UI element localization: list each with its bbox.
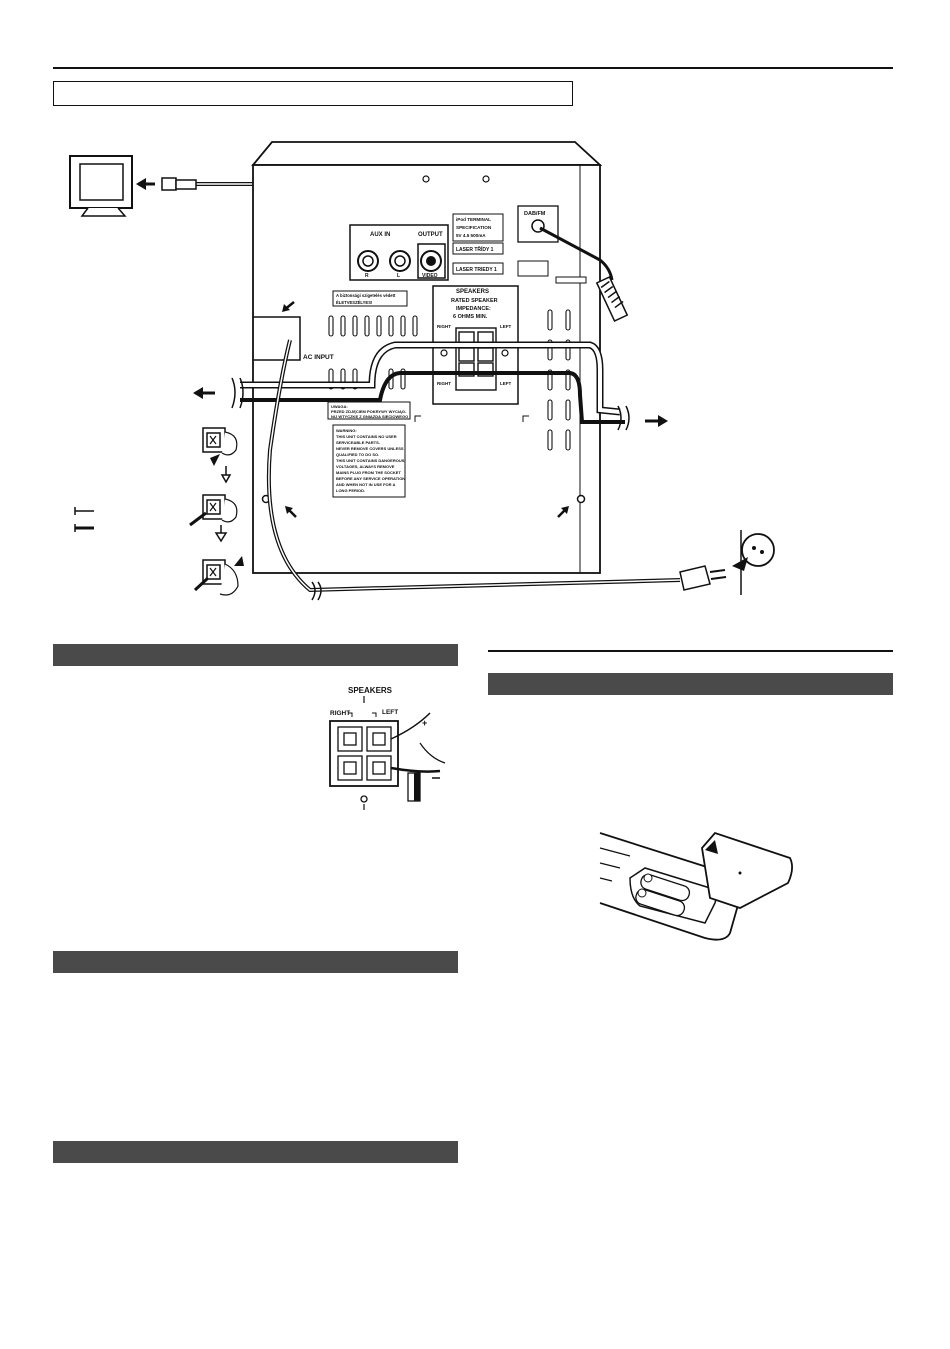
svg-text:AC INPUT: AC INPUT bbox=[303, 354, 334, 361]
svg-text:iPod TERMINAL: iPod TERMINAL bbox=[456, 217, 491, 222]
svg-text:AND WHEN NOT IN USE FOR A: AND WHEN NOT IN USE FOR A bbox=[336, 482, 396, 487]
svg-text:6 OHMS MIN.: 6 OHMS MIN. bbox=[453, 314, 488, 320]
svg-text:LEFT: LEFT bbox=[500, 324, 511, 329]
svg-text:OUTPUT: OUTPUT bbox=[418, 232, 443, 238]
svg-text:IMPEDANCE:: IMPEDANCE: bbox=[456, 306, 491, 312]
svg-text:SPECIFICATION: SPECIFICATION bbox=[456, 225, 492, 230]
svg-text:MAINS PLUG FROM THE SOCKET: MAINS PLUG FROM THE SOCKET bbox=[336, 470, 401, 475]
svg-text:NEVER REMOVE COVERS UNLESS: NEVER REMOVE COVERS UNLESS bbox=[336, 446, 404, 451]
svg-text:LEFT: LEFT bbox=[382, 709, 398, 716]
right-column-rule bbox=[488, 650, 893, 652]
speaker-terminal-closeup: SPEAKERS RIGHT LEFT + bbox=[329, 686, 446, 810]
svg-text:L: L bbox=[397, 273, 400, 279]
svg-text:WARNING:: WARNING: bbox=[336, 428, 357, 433]
svg-text:+: + bbox=[422, 718, 427, 728]
svg-text:BEFORE ANY SERVICE OPERATION: BEFORE ANY SERVICE OPERATION bbox=[336, 476, 405, 481]
svg-text:NIJ WTYCZKĘ Z GNIAZDA SIECIOWE: NIJ WTYCZKĘ Z GNIAZDA SIECIOWEGO bbox=[331, 414, 408, 419]
svg-text:UWAGA:: UWAGA: bbox=[331, 404, 348, 409]
svg-text:VIDEO: VIDEO bbox=[422, 273, 438, 279]
svg-text:THIS UNIT CONTAINS DANGEROUS: THIS UNIT CONTAINS DANGEROUS bbox=[336, 458, 405, 463]
tv-monitor-icon bbox=[69, 155, 133, 217]
svg-text:SPEAKERS: SPEAKERS bbox=[348, 686, 393, 695]
top-rule bbox=[53, 67, 893, 69]
svg-text:VOLTAGES, ALWAYS REMOVE: VOLTAGES, ALWAYS REMOVE bbox=[336, 464, 395, 469]
svg-text:SERVICEABLE PARTS.: SERVICEABLE PARTS. bbox=[336, 440, 380, 445]
svg-text:QUALIFIED TO DO SO.: QUALIFIED TO DO SO. bbox=[336, 452, 379, 457]
svg-text:5V 4.5 500mA: 5V 4.5 500mA bbox=[456, 233, 486, 238]
svg-text:DAB/FM: DAB/FM bbox=[524, 211, 546, 217]
section-bar-3 bbox=[53, 1141, 458, 1163]
svg-text:RIGHT: RIGHT bbox=[437, 324, 451, 329]
remote-battery-illustration bbox=[599, 831, 793, 941]
svg-text:RATED SPEAKER: RATED SPEAKER bbox=[451, 298, 498, 304]
section-bar-remote bbox=[488, 673, 893, 695]
section-bar-2 bbox=[53, 951, 458, 973]
svg-text:AUX IN: AUX IN bbox=[370, 232, 390, 238]
svg-text:LEFT: LEFT bbox=[500, 381, 511, 386]
svg-text:R: R bbox=[365, 273, 369, 279]
svg-text:LONG PERIOD.: LONG PERIOD. bbox=[336, 488, 365, 493]
svg-text:LASER TŘÍDY 1: LASER TŘÍDY 1 bbox=[456, 245, 494, 253]
section-bar-speakers bbox=[53, 644, 458, 666]
svg-text:RIGHT: RIGHT bbox=[330, 710, 350, 717]
svg-text:SPEAKERS: SPEAKERS bbox=[456, 289, 489, 295]
section-title-box bbox=[53, 81, 573, 106]
svg-text:RIGHT: RIGHT bbox=[437, 381, 451, 386]
svg-text:THIS UNIT CONTAINS NO USER: THIS UNIT CONTAINS NO USER bbox=[336, 434, 397, 439]
svg-text:ÉLETVESZÉLYES!: ÉLETVESZÉLYES! bbox=[336, 300, 372, 305]
svg-text:A biztonsági szigetelés védett: A biztonsági szigetelés védett bbox=[336, 293, 396, 298]
rear-panel-diagram: AUX IN OUTPUT R L VIDEO iPod TERMINAL SP… bbox=[69, 141, 775, 601]
svg-text:PRZED ZDJĘCIEM POKRYWY WYCIĄG-: PRZED ZDJĘCIEM POKRYWY WYCIĄG- bbox=[331, 409, 407, 414]
svg-text:LASER TRIEDY 1: LASER TRIEDY 1 bbox=[456, 267, 497, 273]
